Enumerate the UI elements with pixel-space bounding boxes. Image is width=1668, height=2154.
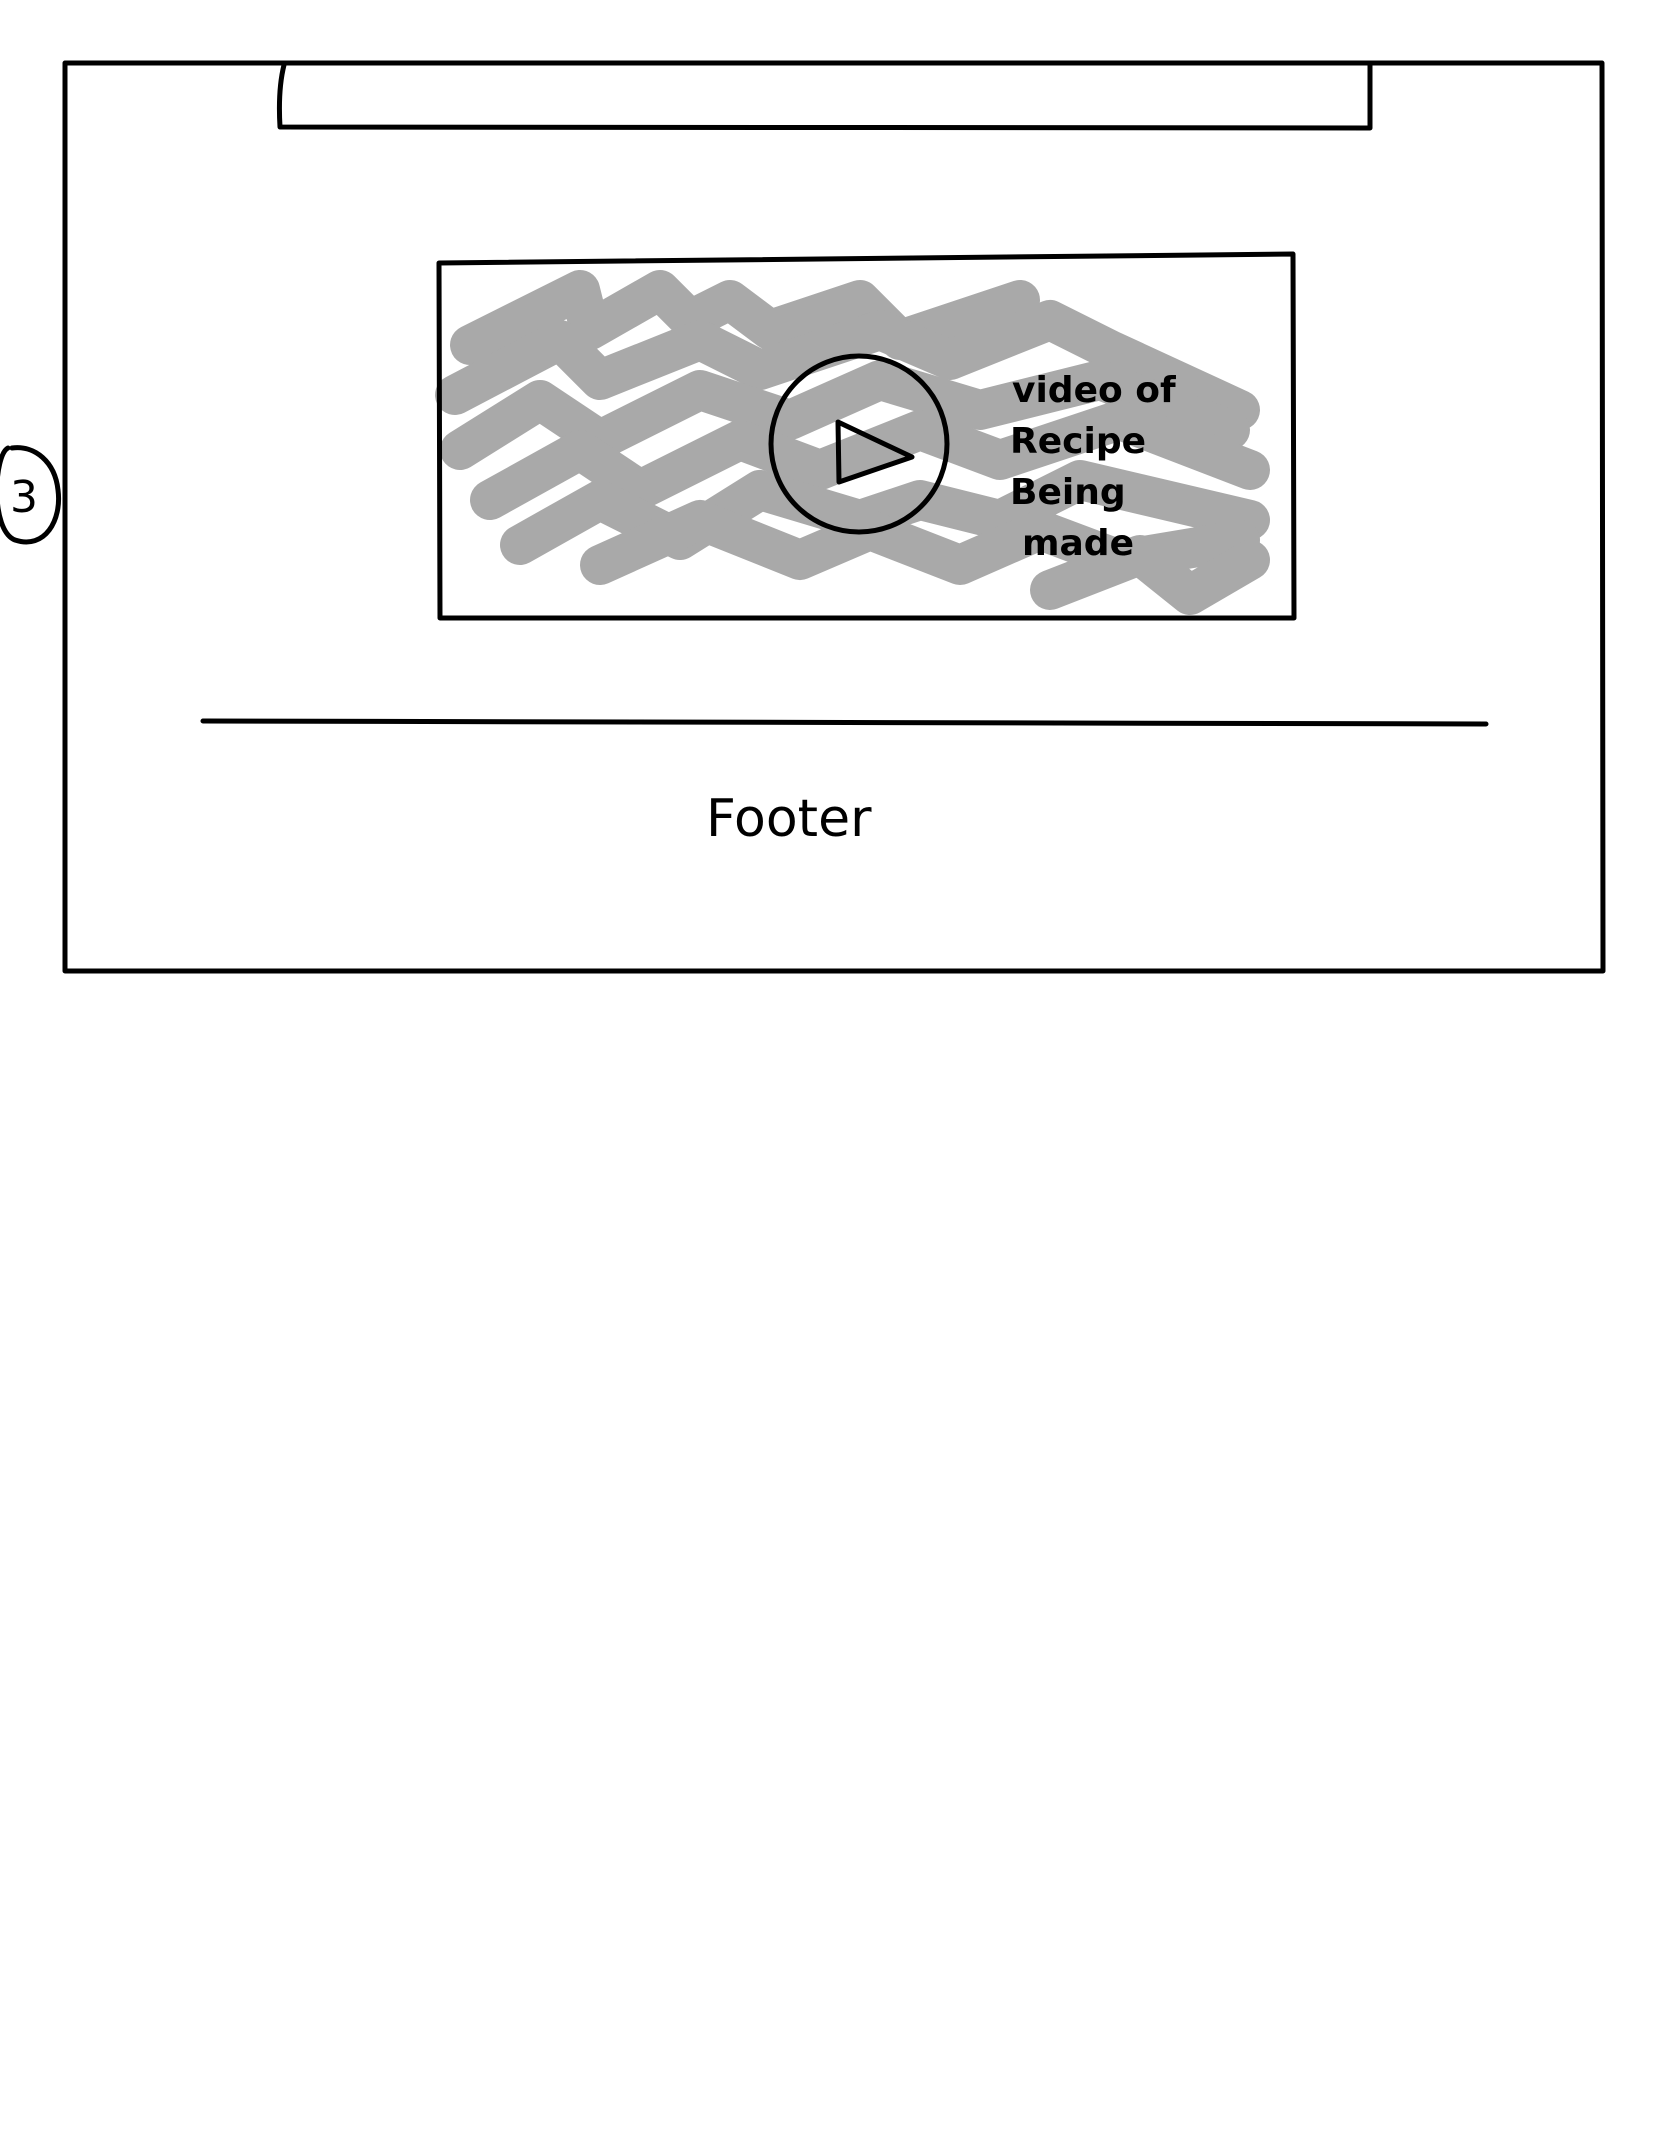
step-number: 3 <box>10 472 38 523</box>
svg-text:video of Recipe Be: video of Recipe Being made <box>1010 370 1188 564</box>
step-circle-icon <box>0 445 62 545</box>
footer-divider <box>200 718 1489 727</box>
video-caption-line-1: video of <box>1012 370 1176 411</box>
play-button-icon[interactable] <box>768 353 950 535</box>
video-frame <box>436 251 1297 621</box>
video-caption-line-4: made <box>1022 523 1134 564</box>
video-caption-line-2: Recipe <box>1010 421 1146 462</box>
footer-label: Footer <box>706 789 872 849</box>
header-bar <box>277 62 1373 131</box>
video-thumbnail-placeholder <box>435 270 1270 615</box>
video-player[interactable]: video of Recipe Being made <box>435 251 1297 621</box>
step-number-badge: 3 <box>0 445 62 545</box>
video-caption-line-3: Being <box>1010 472 1126 513</box>
page-frame <box>62 60 1606 974</box>
